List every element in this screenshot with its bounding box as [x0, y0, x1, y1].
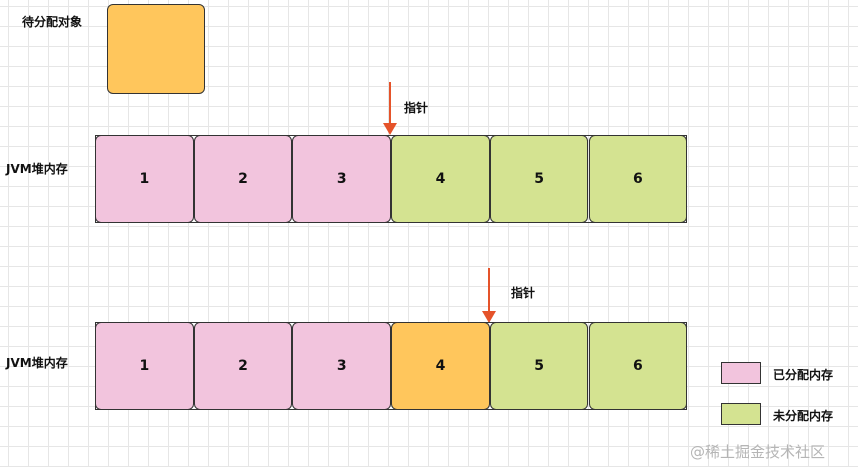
heap-label-row-1: JVM堆内存 [6, 162, 68, 176]
pending-object-block [107, 4, 205, 94]
pointer-label-row-2: 指针 [511, 286, 536, 300]
pointer-label-row-1: 指针 [404, 101, 429, 115]
heap-cell-2-1: 1 [95, 322, 194, 410]
watermark: @稀土掘金技术社区 [690, 443, 826, 461]
heap-cell-1-4: 4 [391, 135, 490, 223]
legend-label-unallocated: 未分配内存 [773, 409, 834, 423]
heap-cell-2-4: 4 [391, 322, 490, 410]
heap-cell-2-3: 3 [292, 322, 392, 410]
pending-object-label: 待分配对象 [22, 15, 83, 29]
legend-swatch-unallocated [721, 403, 761, 425]
heap-cell-2-5: 5 [489, 322, 589, 410]
pointer-arrow-row-1 [383, 82, 397, 135]
heap-cell-1-2: 2 [193, 135, 293, 223]
heap-cell-1-1: 1 [95, 135, 194, 223]
heap-label-row-2: JVM堆内存 [6, 356, 68, 370]
heap-cell-1-6: 6 [588, 135, 688, 223]
heap-cell-2-6: 6 [588, 322, 688, 410]
heap-cell-1-3: 3 [292, 135, 392, 223]
pointer-arrow-row-2 [482, 268, 496, 323]
legend-label-allocated: 已分配内存 [773, 368, 834, 382]
heap-cell-1-5: 5 [489, 135, 589, 223]
heap-cell-2-2: 2 [193, 322, 293, 410]
legend-swatch-allocated [721, 362, 761, 384]
